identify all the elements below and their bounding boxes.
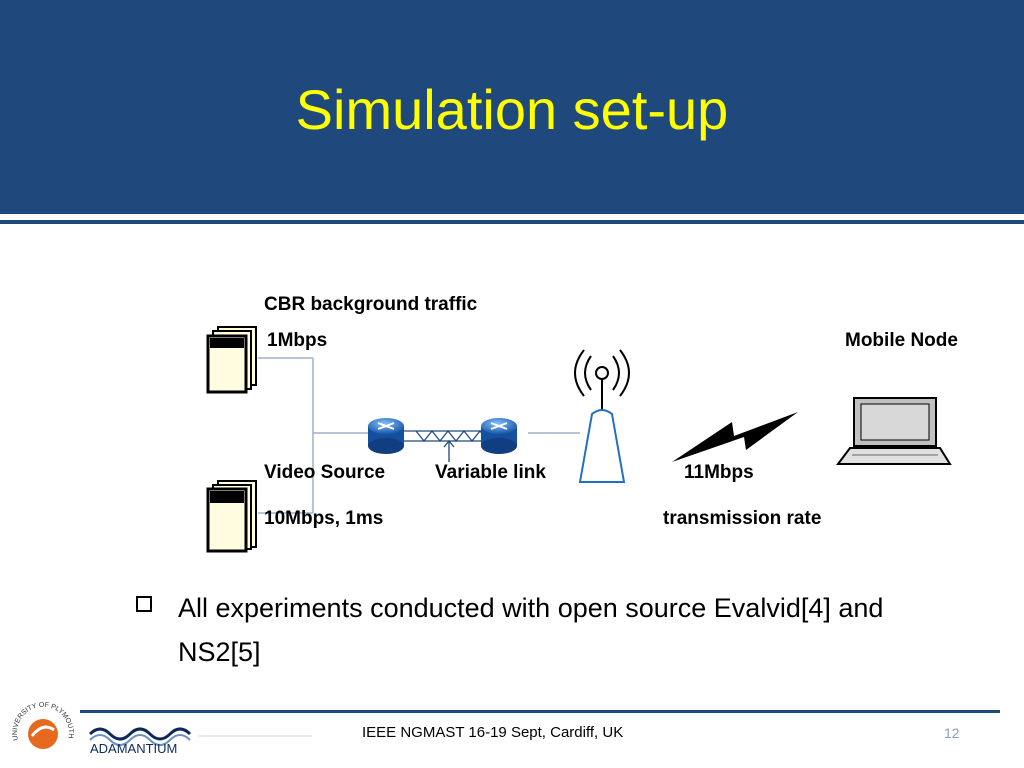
page-number: 12 [944, 725, 960, 741]
video-source-label: Video Source [264, 462, 386, 483]
university-logo: UNIVERSITY OF PLYMOUTH [12, 702, 74, 749]
slide-title: Simulation set-up [295, 78, 729, 141]
access-point-icon [574, 349, 630, 483]
footer-text: IEEE NGMAST 16-19 Sept, Cardiff, UK [362, 724, 624, 741]
header-divider [0, 220, 1024, 224]
cbr-traffic-label: CBR background traffic [264, 294, 478, 315]
wireless-link-icon [672, 412, 798, 462]
router-1-icon [368, 418, 404, 454]
video-server-icon [206, 480, 257, 553]
wireless-rate-label: 11Mbps [684, 462, 754, 483]
variable-link-label: Variable link [435, 462, 546, 483]
wired-links [258, 357, 580, 514]
bullet-text: All experiments conducted with open sour… [178, 593, 884, 667]
mobile-node-label: Mobile Node [845, 330, 958, 351]
variable-link [404, 429, 496, 462]
bullet-checkbox-icon [136, 596, 152, 612]
cbr-rate-label: 1Mbps [267, 330, 328, 351]
svg-text:ADAMANTIUM: ADAMANTIUM [90, 741, 177, 756]
video-rate-label: 10Mbps, 1ms [264, 508, 384, 529]
adamantium-logo: ADAMANTIUM [88, 727, 312, 756]
laptop-icon [836, 397, 952, 465]
cbr-server-icon [206, 326, 257, 394]
footer-divider [80, 710, 1000, 713]
header-band [0, 0, 1024, 214]
transmission-rate-label: transmission rate [663, 508, 822, 529]
router-2-icon [481, 418, 517, 454]
